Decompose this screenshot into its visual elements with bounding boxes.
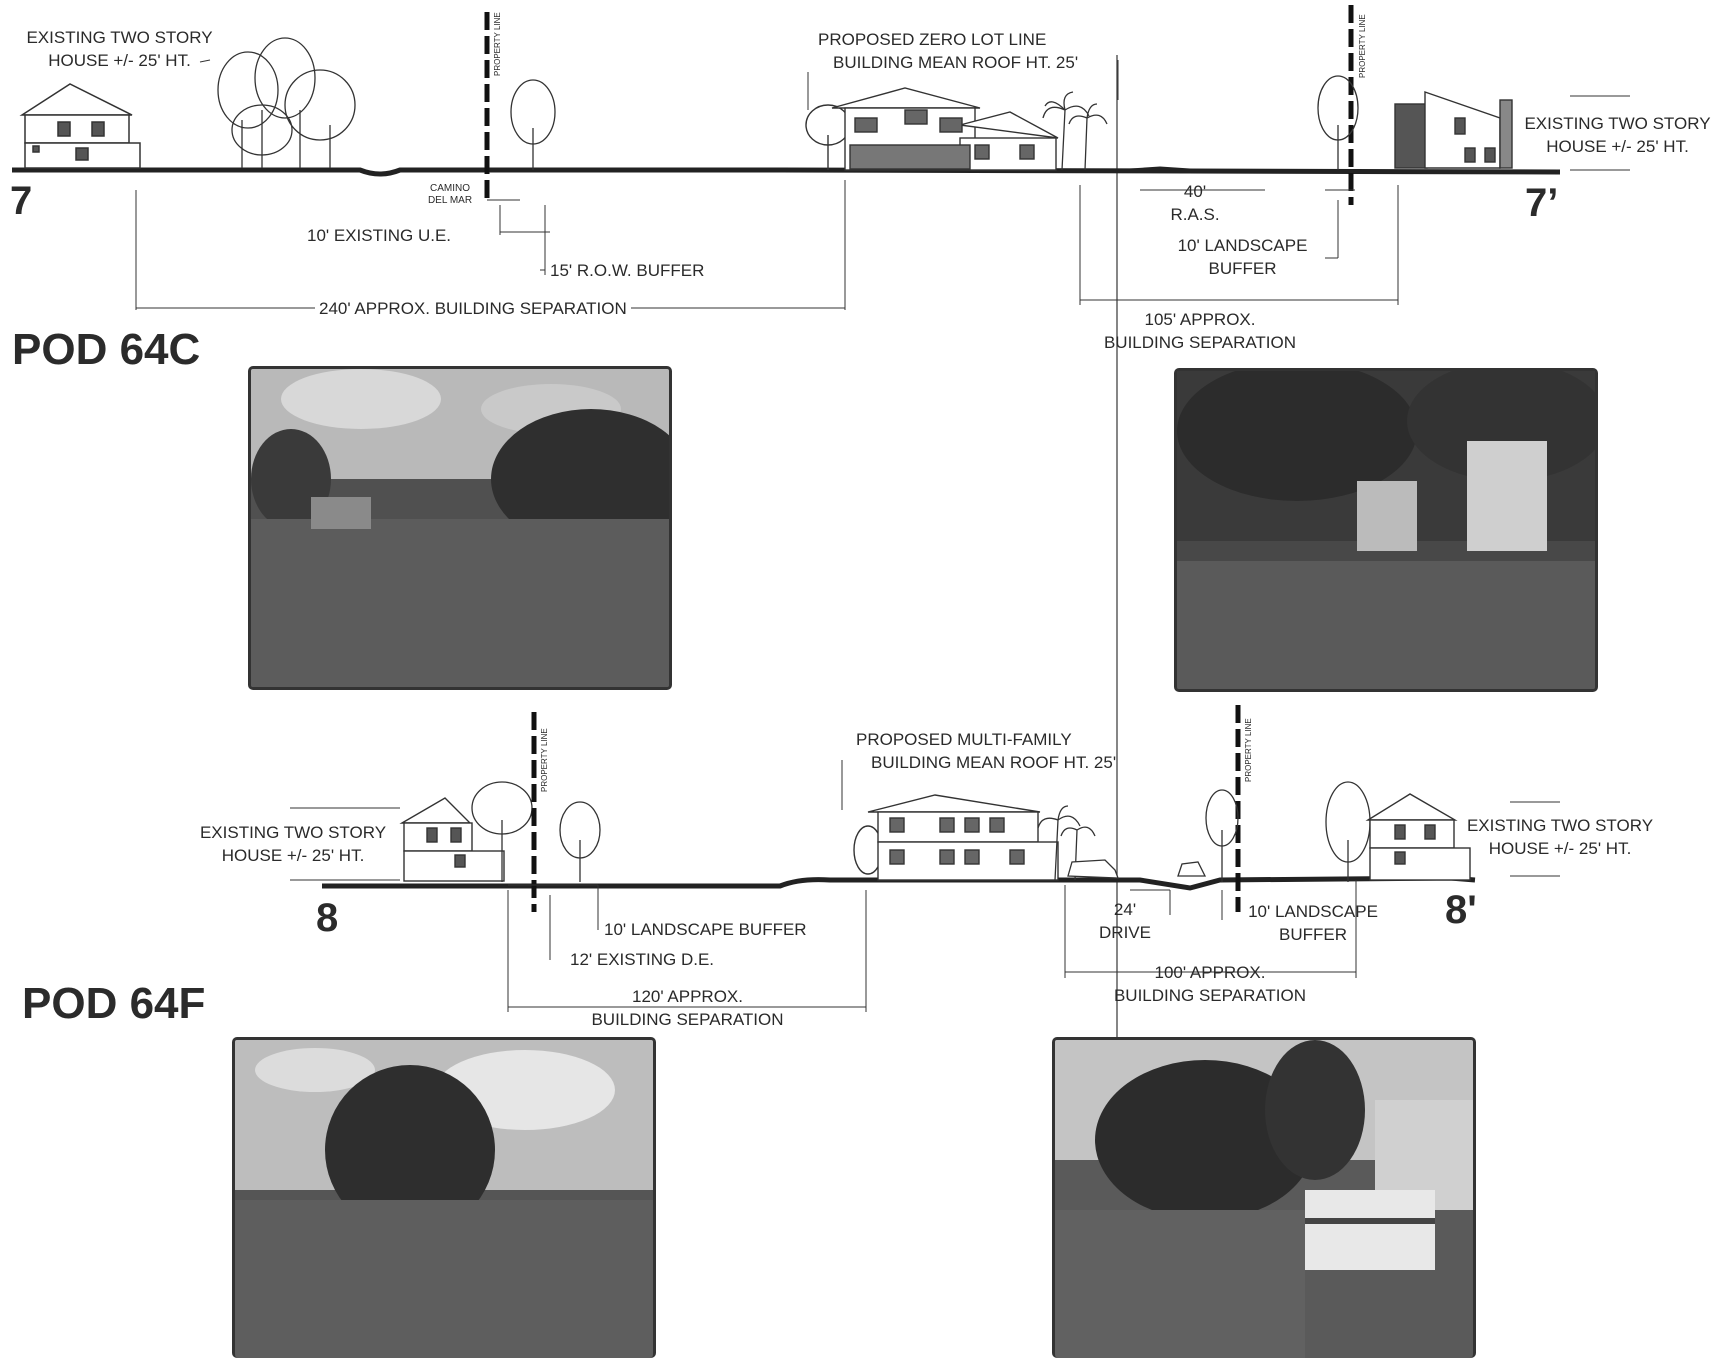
site-photo-64f-right [1052, 1037, 1476, 1358]
left-house-label-7-line1: EXISTING TWO STORY [26, 28, 213, 47]
landscape-buffer-label-7: 10' LANDSCAPE BUFFER [1165, 234, 1320, 280]
proposed-label-8: PROPOSED MULTI-FAMILY BUILDING MEAN ROOF… [856, 728, 1116, 774]
right-existing-house-7 [1394, 91, 1513, 169]
separation-label-8-right: 100' APPROX. BUILDING SEPARATION [1095, 961, 1325, 1007]
proposed-multi-family-building [853, 794, 1059, 881]
site-photo-64c-left [248, 366, 672, 690]
ground-line-7 [12, 167, 1561, 177]
section-8-end-marker: 8' [1445, 888, 1477, 932]
proposed-label-7: PROPOSED ZERO LOT LINE BUILDING MEAN ROO… [818, 28, 1078, 74]
left-house-label-8: EXISTING TWO STORY HOUSE +/- 25' HT. [183, 821, 403, 867]
right-house-label-7: EXISTING TWO STORY HOUSE +/- 25' HT. [1510, 112, 1725, 158]
palm-trees-7 [1042, 91, 1108, 171]
separation-label-7-right-line1: 105' APPROX. [1144, 310, 1256, 329]
road-label-7-line1: CAMINO [430, 183, 470, 194]
left-existing-house-8 [399, 797, 505, 882]
dimension-lines-8 [290, 760, 1560, 1012]
separation-label-8-left-line2: BUILDING SEPARATION [591, 1010, 784, 1029]
ground-line-8 [322, 875, 1476, 891]
proposed-label-8-line2: BUILDING MEAN ROOF HT. 25' [871, 753, 1117, 772]
site-photo-64f-left [232, 1037, 656, 1358]
ras-label: 40' R.A.S. [1155, 180, 1235, 226]
landscape-buffer-label-7-line1: 10' LANDSCAPE [1177, 236, 1308, 255]
right-house-label-8-line2: HOUSE +/- 25' HT. [1488, 839, 1632, 858]
property-line-label-8a: PROPERTY LINE [540, 728, 549, 792]
section-8-drawing [290, 705, 1560, 1012]
landscape-buffer-label-8-right-line1: 10' LANDSCAPE [1248, 902, 1378, 921]
property-line-label-7b: PROPERTY LINE [1358, 14, 1367, 78]
small-tree-7a [510, 79, 556, 170]
section-8-start-marker: 8 [316, 896, 339, 940]
left-existing-house-7 [19, 83, 141, 169]
separation-label-8-right-line2: BUILDING SEPARATION [1113, 986, 1307, 1005]
right-house-label-8: EXISTING TWO STORY HOUSE +/- 25' HT. [1450, 814, 1670, 860]
separation-label-7-right: 105' APPROX. BUILDING SEPARATION [1090, 308, 1310, 354]
left-house-label-8-line2: HOUSE +/- 25' HT. [221, 846, 365, 865]
left-house-label-8-line1: EXISTING TWO STORY [199, 823, 387, 842]
landscape-buffer-label-8-right-line2: BUFFER [1279, 925, 1347, 944]
separation-label-8-left: 120' APPROX. BUILDING SEPARATION [570, 985, 805, 1031]
section-7-drawing [12, 5, 1630, 310]
separation-label-8-left-line1: 120' APPROX. [632, 987, 743, 1006]
left-house-label-7-line2: HOUSE +/- 25' HT. [48, 51, 191, 70]
right-house-label-7-line1: EXISTING TWO STORY [1524, 114, 1711, 133]
right-existing-house-8 [1365, 793, 1471, 881]
drive-label-line2: DRIVE [1099, 923, 1151, 942]
tree-cluster-left-7 [217, 37, 356, 168]
landscape-buffer-label-7-line2: BUFFER [1208, 259, 1277, 278]
section-7-end-marker: 7’ [1525, 181, 1559, 225]
property-line-label-8b: PROPERTY LINE [1244, 718, 1253, 782]
road-label-7-line2: DEL MAR [427, 195, 473, 206]
pod-64f-title: POD 64F [22, 979, 206, 1028]
row-buffer-label: 15' R.O.W. BUFFER [550, 261, 705, 280]
dimension-lines-7 [135, 59, 1630, 310]
proposed-label-7-line2: BUILDING MEAN ROOF HT. 25' [833, 53, 1079, 72]
road-label-7: CAMINO DEL MAR [418, 183, 482, 207]
left-house-label-7: EXISTING TWO STORY HOUSE +/- 25' HT. [12, 26, 227, 72]
separation-label-8-right-line1: 100' APPROX. [1154, 963, 1266, 982]
right-house-label-7-line2: HOUSE +/- 25' HT. [1546, 137, 1689, 156]
proposed-label-8-line1: PROPOSED MULTI-FAMILY [856, 730, 1072, 749]
landscape-buffer-label-8-right: 10' LANDSCAPE BUFFER [1233, 900, 1393, 946]
drive-label-line1: 24' [1113, 900, 1137, 919]
proposed-label-7-line1: PROPOSED ZERO LOT LINE [818, 30, 1047, 49]
separation-label-7-right-line2: BUILDING SEPARATION [1103, 333, 1297, 352]
site-photo-64c-right [1174, 368, 1598, 692]
existing-de-label: 12' EXISTING D.E. [570, 950, 715, 969]
section-7-start-marker: 7 [10, 179, 33, 223]
small-tree-7b [1317, 75, 1359, 170]
ras-label-line1: 40' [1183, 182, 1207, 201]
parked-cars [1067, 859, 1207, 879]
drive-label: 24' DRIVE [1090, 898, 1160, 944]
tree-right-8 [1205, 781, 1371, 882]
proposed-zero-lot-building [805, 87, 1059, 171]
right-house-label-8-line1: EXISTING TWO STORY [1466, 816, 1654, 835]
ras-label-line2: R.A.S. [1170, 205, 1220, 224]
pod-64c-title: POD 64C [12, 325, 201, 374]
landscape-buffer-label-8-left: 10' LANDSCAPE BUFFER [604, 920, 807, 939]
separation-label-7-left: 240' APPROX. BUILDING SEPARATION [315, 297, 631, 320]
property-line-label-7a: PROPERTY LINE [493, 12, 502, 76]
existing-ue-label: 10' EXISTING U.E. [307, 226, 452, 245]
